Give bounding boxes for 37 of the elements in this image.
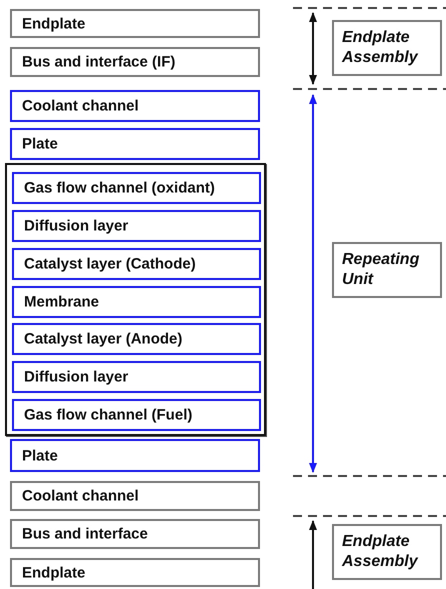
layer-box — [12, 286, 261, 318]
layer-box — [12, 248, 261, 280]
layer-box — [12, 399, 261, 431]
label-box — [332, 524, 442, 580]
layer-label: Membrane — [24, 294, 100, 310]
layer-label: Plate — [22, 447, 58, 464]
layer-label: Endplate — [22, 15, 86, 32]
layer-box — [10, 9, 260, 38]
layer-label: Catalyst layer (Anode) — [24, 330, 182, 348]
layer-label: Endplate Assembly — [342, 28, 420, 68]
layer-box — [10, 439, 260, 472]
layer-label: Diffusion layer — [24, 218, 128, 234]
layer-label: Catalyst layer (Cathode) — [24, 256, 196, 272]
layer-label: Gas flow channel (oxidant) — [24, 180, 215, 196]
layer-box — [10, 128, 260, 160]
layer-box — [10, 519, 260, 549]
layer-label: Repeating Unit — [342, 250, 420, 290]
label-box — [332, 242, 442, 298]
layer-box — [10, 90, 260, 122]
layer-box — [12, 323, 261, 355]
label-box — [332, 20, 442, 76]
layer-box — [12, 172, 261, 204]
layer-label: Coolant channel — [22, 98, 139, 114]
layer-box — [12, 210, 261, 242]
layer-box — [10, 558, 260, 587]
layer-label: Endplate — [22, 564, 86, 581]
layer-label: Coolant channel — [22, 488, 139, 504]
layer-box — [12, 361, 261, 393]
layer-box — [10, 47, 260, 77]
layer-label: Endplate Assembly — [342, 532, 420, 572]
layer-box — [10, 481, 260, 511]
group-frame — [5, 163, 266, 436]
layer-label: Gas flow channel (Fuel) — [24, 406, 192, 424]
layer-label: Bus and interface (IF) — [22, 54, 176, 70]
layer-label: Bus and interface — [22, 526, 148, 542]
layer-label: Diffusion layer — [24, 368, 128, 386]
layer-label: Plate — [22, 136, 58, 152]
